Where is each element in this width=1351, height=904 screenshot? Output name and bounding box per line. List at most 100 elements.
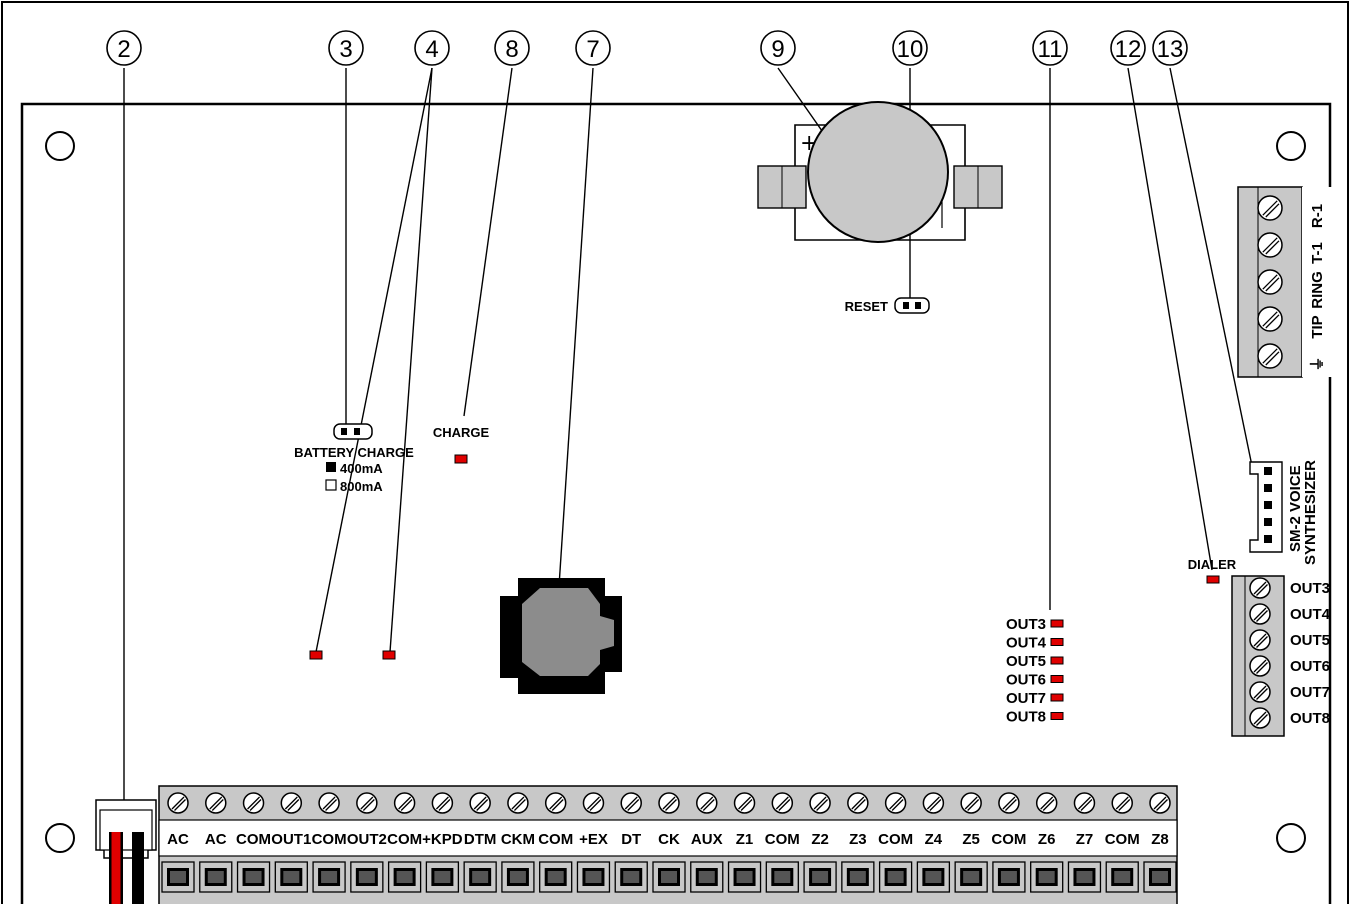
- bottom-terminal-clamp: [199, 861, 233, 893]
- bottom-terminal-clamp: [161, 861, 195, 893]
- bottom-terminal-label: COM: [991, 831, 1026, 848]
- svg-text:9: 9: [771, 36, 784, 63]
- out-led: [1050, 619, 1064, 628]
- bottom-terminal-clamp: [690, 861, 724, 893]
- bottom-terminal-label: CKM: [501, 831, 535, 848]
- bottom-terminal-clamp: [652, 861, 686, 893]
- bottom-terminal-screw: [318, 792, 340, 814]
- callout-2: 2: [106, 30, 142, 66]
- bottom-terminal-clamp: [916, 861, 951, 893]
- bottom-terminal-label: CK: [658, 831, 680, 848]
- svg-text:11: 11: [1038, 36, 1063, 63]
- bottom-terminal-screw: [658, 792, 680, 814]
- phone-terminal-label: TIP: [1309, 315, 1326, 338]
- bottom-terminal-clamp: [312, 861, 346, 893]
- backup-battery-holder: +: [757, 101, 1003, 243]
- out-terminal-label: OUT4: [1290, 606, 1331, 623]
- svg-text:BATTERY CHARGE: BATTERY CHARGE: [294, 445, 414, 460]
- bottom-terminal-label: COM: [765, 831, 800, 848]
- out-led: [1050, 675, 1064, 683]
- bottom-terminal-clamp: [614, 861, 648, 893]
- status-led-2: [382, 650, 396, 660]
- bottom-terminal-screw: [733, 792, 756, 814]
- bottom-terminal-label: AC: [205, 831, 227, 848]
- voice-synth-connector: SM-2 VOICE SYNTHESIZER: [1249, 460, 1319, 565]
- out-terminal-screw: [1249, 655, 1271, 677]
- bottom-terminal-label: DT: [621, 831, 641, 848]
- out-terminal-label: OUT8: [1290, 710, 1330, 727]
- bottom-terminal-label: Z1: [736, 831, 754, 848]
- out-led: [1050, 638, 1064, 646]
- bottom-terminal-label: COM: [236, 831, 271, 848]
- callout-leaders: [123, 67, 1253, 800]
- bottom-terminal-clamp: [576, 861, 611, 893]
- svg-text:RESET: RESET: [845, 299, 888, 314]
- bottom-terminal-clamp: [350, 861, 384, 893]
- bottom-terminal-label: Z8: [1151, 831, 1169, 848]
- bottom-terminal-label: COM: [1105, 831, 1140, 848]
- bottom-terminal-screw: [507, 792, 529, 814]
- out-terminal-screw: [1249, 681, 1271, 703]
- dialer-led: DIALER: [1188, 557, 1237, 584]
- out-terminal-label: OUT6: [1290, 658, 1330, 675]
- callouts: 2 3 4 8 7 9 10 11 12 13: [106, 30, 1188, 66]
- bottom-terminal-label: OUT2: [347, 831, 387, 848]
- bottom-terminal-label: COM: [538, 831, 573, 848]
- bottom-terminal-label: +EX: [579, 831, 608, 848]
- svg-text:7: 7: [586, 36, 599, 63]
- svg-text:10: 10: [897, 36, 924, 63]
- bottom-terminal-clamp: [1105, 861, 1139, 893]
- bottom-terminal-screw: [696, 792, 718, 814]
- svg-text:800mA: 800mA: [340, 479, 383, 494]
- bottom-terminal-screw: [1111, 792, 1133, 814]
- bottom-terminal-screw: [205, 792, 227, 814]
- out-terminal-screw: [1249, 629, 1271, 651]
- svg-text:3: 3: [339, 36, 352, 63]
- bottom-terminal-label: Z7: [1076, 831, 1094, 848]
- bottom-terminal-screw: [998, 792, 1020, 814]
- callout-8: 8: [494, 30, 530, 66]
- out-led-label: OUT6: [1006, 672, 1046, 689]
- bottom-terminal-screw: [393, 792, 416, 814]
- out-led-label: OUT5: [1006, 653, 1046, 670]
- out-led: [1050, 656, 1064, 665]
- bottom-terminal-screw: [922, 792, 945, 814]
- charge-led: CHARGE: [433, 425, 489, 464]
- bottom-terminal-screw: [356, 792, 378, 814]
- bottom-terminal-label: AC: [167, 831, 189, 848]
- callout-10: 10: [892, 30, 928, 66]
- bottom-terminal-clamp: [1030, 861, 1064, 893]
- bottom-terminal-clamp: [765, 861, 799, 893]
- phone-terminal-label: R-1: [1309, 204, 1326, 228]
- callout-9: 9: [760, 30, 796, 66]
- svg-text:4: 4: [425, 36, 438, 63]
- phone-terminal-screw: [1257, 343, 1283, 369]
- bottom-terminal-label: COM: [878, 831, 913, 848]
- bottom-terminal-clamp: [425, 861, 460, 893]
- bottom-terminal-screw: [771, 792, 794, 814]
- bottom-terminal-clamp: [463, 861, 497, 893]
- pcb-outline: [20, 102, 1332, 904]
- out-terminal-label: OUT3: [1290, 580, 1330, 597]
- callout-13: 13: [1152, 30, 1188, 66]
- bottom-terminal-screw: [544, 792, 567, 814]
- bottom-terminal-clamp: [992, 861, 1026, 893]
- bottom-terminal-screw: [242, 792, 265, 814]
- bottom-terminal-label: Z3: [849, 831, 867, 848]
- mounting-hole-br: [1276, 823, 1306, 853]
- bottom-terminal-label: Z5: [962, 831, 980, 848]
- bottom-terminal-screw: [469, 792, 491, 814]
- out-led-label: OUT3: [1006, 616, 1046, 633]
- phone-terminal-label: T-1: [1309, 242, 1326, 264]
- bottom-terminal-screw: [884, 792, 907, 814]
- svg-text:2: 2: [117, 36, 130, 63]
- bottom-terminal-label: AUX: [691, 831, 723, 848]
- bottom-terminal-label: OUT1: [271, 831, 311, 848]
- phone-terminal-screw: [1257, 306, 1283, 332]
- svg-text:SM-2 VOICE: SM-2 VOICE: [1287, 465, 1304, 552]
- bottom-terminal-screw: [620, 792, 642, 814]
